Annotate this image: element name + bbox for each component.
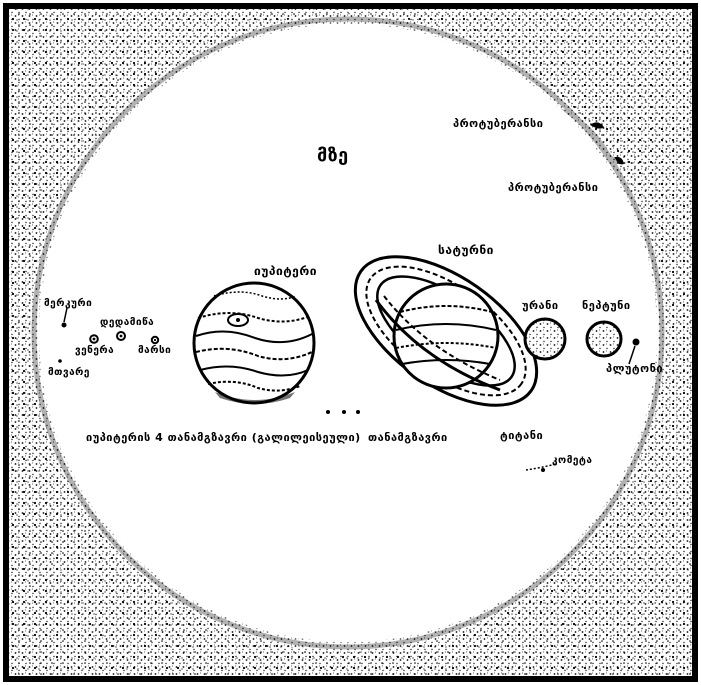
moon-body xyxy=(58,359,62,363)
earth-label: დედამიწა xyxy=(100,318,154,328)
mars-label: მარსი xyxy=(138,346,171,356)
moon-label: მთვარე xyxy=(48,368,90,378)
prominence-label-1: პროტუბერანსი xyxy=(453,118,543,129)
jupiter-moons-label: იუპიტერის 4 თანამგზავრი (გალილეისეული) xyxy=(86,432,361,443)
venus-label: ვენერა xyxy=(75,346,114,356)
neptune-label: ნეპტუნი xyxy=(582,300,631,311)
mercury-label: მერკური xyxy=(44,299,92,309)
sun-label: მზე xyxy=(317,147,349,165)
saturn-label: სატურნი xyxy=(438,244,494,256)
saturn-moons-label: თანამგზავრი xyxy=(368,432,448,443)
uranus-planet xyxy=(525,319,565,359)
titan-label: ტიტანი xyxy=(500,430,543,441)
comet-label: კომეტა xyxy=(552,456,592,466)
prominence-label-2: პროტუბერანსი xyxy=(508,182,598,193)
neptune-planet xyxy=(587,322,621,356)
uranus-label: ურანი xyxy=(522,300,559,311)
pluto-label: პლუტონი xyxy=(606,363,663,374)
mars-planet xyxy=(152,337,158,343)
jupiter-label: იუპიტერი xyxy=(254,265,317,277)
jupiter-planet xyxy=(194,283,314,404)
